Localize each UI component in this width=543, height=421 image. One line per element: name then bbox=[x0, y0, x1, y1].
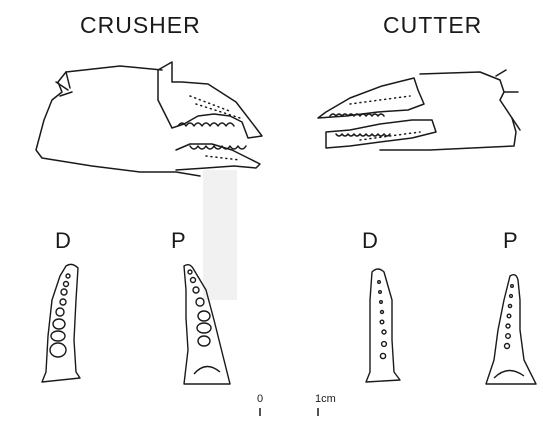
cutter-dactyl-tooth bbox=[380, 301, 383, 304]
scan-band bbox=[203, 170, 237, 300]
cutter-propodus-finger bbox=[486, 275, 536, 384]
cutter-dactyl bbox=[318, 78, 424, 118]
crusher-dactyl-tooth bbox=[61, 289, 67, 295]
cutter-propodus-tooth bbox=[510, 295, 513, 298]
crusher-palm-top bbox=[66, 66, 162, 72]
cutter-propodus-tooth bbox=[511, 285, 514, 288]
cutter-stipple bbox=[350, 96, 420, 140]
crusher-propodus-tooth bbox=[196, 298, 204, 306]
cutter-propodus-tooth bbox=[507, 314, 511, 318]
crusher-dactyl-tooth bbox=[56, 308, 64, 316]
crusher-fixed-finger bbox=[176, 144, 260, 170]
cutter-dactyl-outline bbox=[366, 269, 400, 382]
crusher-dactyl-tooth bbox=[53, 319, 65, 329]
cutter-dactyl-tooth bbox=[379, 291, 382, 294]
crusher-dactyl-tooth bbox=[50, 343, 66, 357]
crusher-dactyl-tooth bbox=[60, 299, 66, 305]
crusher-propodus-tooth bbox=[193, 287, 199, 293]
crusher-dactyl-outline bbox=[42, 264, 80, 382]
crusher-propodus-tooth bbox=[198, 311, 210, 321]
cutter-dactyl-finger bbox=[366, 269, 400, 382]
cutter-dactyl-tooth bbox=[378, 281, 381, 284]
crusher-claw bbox=[36, 62, 262, 176]
cutter-propodus-tooth bbox=[505, 344, 510, 349]
cutter-propodus-tooth bbox=[508, 304, 511, 307]
crusher-propodus-tooth bbox=[198, 336, 210, 346]
crusher-dactyl-finger bbox=[42, 264, 80, 382]
cutter-propodus-socket bbox=[494, 370, 524, 378]
crusher-propodus-tooth bbox=[191, 278, 196, 283]
scale-bar bbox=[260, 408, 318, 416]
crusher-propodus-tooth bbox=[188, 270, 192, 274]
cutter-dactyl-tooth bbox=[380, 320, 384, 324]
cutter-propodus-outline bbox=[486, 275, 536, 384]
cutter-dactyl-tooth bbox=[382, 342, 387, 347]
crusher-propodus-socket bbox=[194, 366, 220, 374]
cutter-dactyl-tooth bbox=[382, 330, 386, 334]
crusher-dactyl-tooth bbox=[64, 282, 69, 287]
crusher-palm-outline bbox=[36, 72, 200, 176]
cutter-dactyl-tooth bbox=[380, 353, 385, 358]
crusher-dactyl-tooth bbox=[66, 274, 70, 278]
cutter-claw bbox=[318, 70, 520, 150]
cutter-propodus-tooth bbox=[506, 334, 511, 339]
crusher-propodus-tooth bbox=[197, 323, 211, 333]
crusher-dactyl-tooth bbox=[51, 331, 65, 341]
cutter-dactyl-tooth bbox=[381, 311, 384, 314]
cutter-propodus-tooth bbox=[506, 324, 510, 328]
cutter-fixed-teeth bbox=[336, 134, 390, 136]
